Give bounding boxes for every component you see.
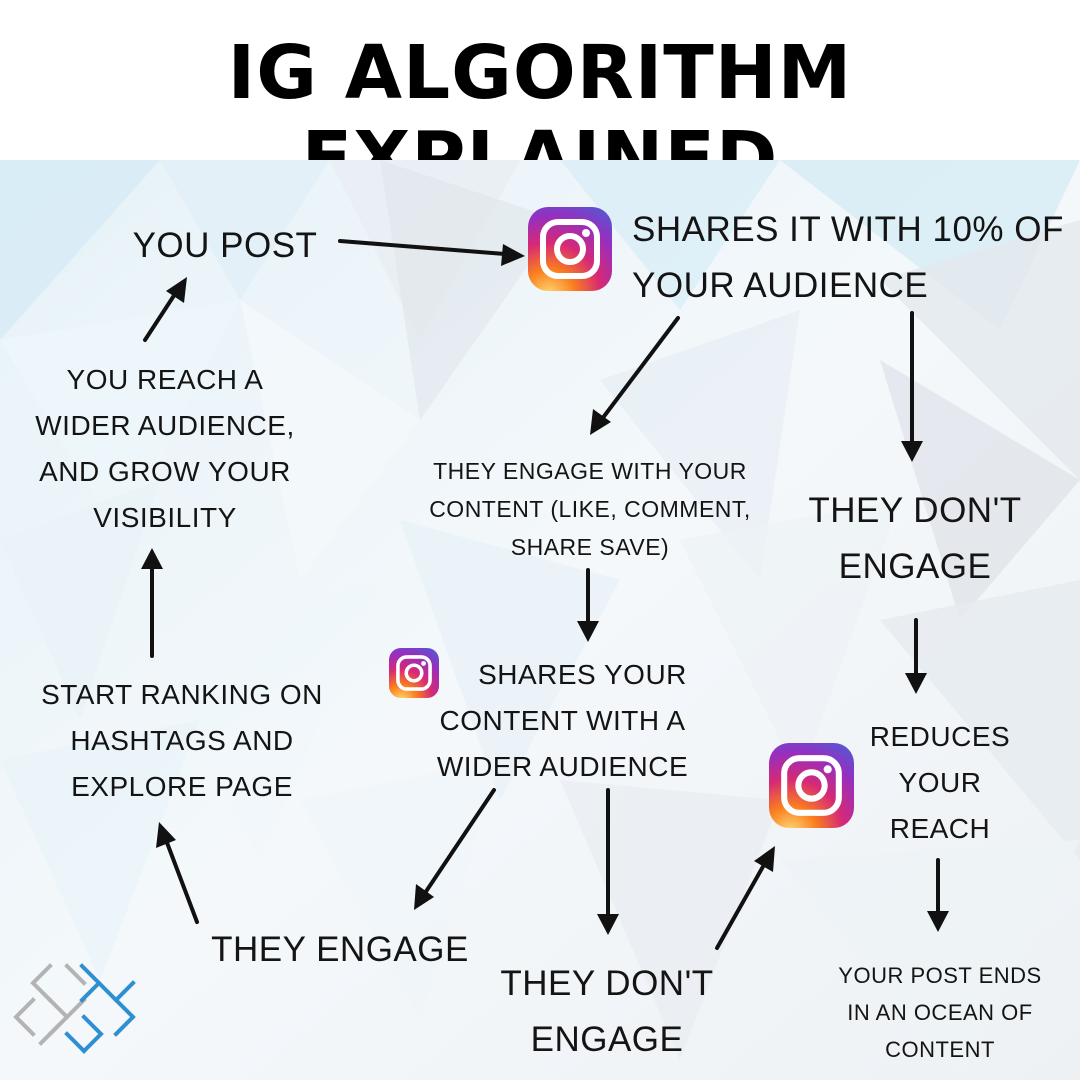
- node-they-dont-engage-top: THEY DON'T ENGAGE: [795, 483, 1035, 595]
- arrow-wider-to-they-engage: [423, 788, 496, 895]
- brand-logo-icon: [13, 963, 136, 1054]
- arrow-head: [577, 621, 599, 642]
- node-line: AND GROW YOUR: [39, 456, 291, 487]
- node-line: YOUR: [898, 767, 982, 798]
- arrow-head: [754, 846, 775, 872]
- node-line: REACH: [889, 813, 991, 844]
- arrow-head: [156, 822, 176, 848]
- node-line: WIDER AUDIENCE,: [35, 410, 295, 441]
- node-line: VISIBILITY: [93, 502, 237, 533]
- arrow-head: [597, 914, 619, 935]
- node-line: ENGAGE: [838, 547, 992, 586]
- node-line: YOU REACH A: [66, 364, 264, 395]
- node-they-engage: THEY ENGAGE: [200, 922, 480, 978]
- node-line: ENGAGE: [530, 1020, 684, 1059]
- node-line: REDUCES: [869, 721, 1011, 752]
- node-line: CONTENT (LIKE, COMMENT,: [429, 496, 751, 522]
- arrow-head: [501, 244, 525, 266]
- node-reduces-reach: REDUCES YOUR REACH: [850, 714, 1030, 852]
- node-line: CONTENT: [885, 1037, 995, 1062]
- node-line: SHARE SAVE): [510, 534, 670, 560]
- node-line: HASHTAGS AND: [70, 725, 294, 756]
- arrow-head: [927, 911, 949, 932]
- arrow-they-engage-to-ranking: [164, 838, 199, 924]
- arrow-head: [166, 277, 187, 303]
- node-wider-audience-reach: YOU REACH A WIDER AUDIENCE, AND GROW YOU…: [15, 357, 315, 541]
- node-line: YOU POST: [132, 226, 318, 265]
- node-shares-10-percent: SHARES IT WITH 10% OF YOUR AUDIENCE: [632, 202, 1072, 314]
- node-shares-wider-audience: SHARES YOUR CONTENT WITH A WIDER AUDIENC…: [415, 652, 710, 790]
- background-pattern: [0, 160, 1080, 1080]
- node-line: SHARES YOUR: [478, 659, 687, 690]
- node-line: EXPLORE PAGE: [71, 771, 293, 802]
- node-they-engage-with-content: THEY ENGAGE WITH YOUR CONTENT (LIKE, COM…: [415, 452, 765, 566]
- header: IG ALGORITHM EXPLAINED: [0, 0, 1080, 202]
- arrow-post-to-instagram: [338, 239, 507, 256]
- instagram-icon: [528, 207, 612, 291]
- node-they-dont-engage-bottom: THEY DON'T ENGAGE: [487, 956, 727, 1068]
- node-line: YOUR AUDIENCE: [632, 266, 929, 305]
- instagram-icon: [389, 648, 439, 698]
- node-line: IN AN OCEAN OF: [847, 1000, 1033, 1025]
- arrow-they-dont-to-reduces: [715, 861, 767, 950]
- node-line: THEY ENGAGE: [211, 930, 469, 969]
- node-line: CONTENT WITH A: [439, 705, 686, 736]
- node-line: WIDER AUDIENCE: [436, 751, 689, 782]
- node-line: SHARES IT WITH 10% OF: [632, 210, 1064, 249]
- arrow-shares10-to-engage: [600, 316, 680, 421]
- node-ocean-of-content: YOUR POST ENDS IN AN OCEAN OF CONTENT: [820, 957, 1060, 1068]
- node-you-post: YOU POST: [110, 218, 340, 274]
- arrow-head: [905, 673, 927, 694]
- arrow-head: [901, 441, 923, 462]
- node-line: THEY DON'T: [808, 491, 1022, 530]
- arrow-head: [414, 884, 434, 910]
- instagram-icon: [769, 743, 854, 828]
- node-line: START RANKING ON: [41, 679, 323, 710]
- node-line: YOUR POST ENDS: [838, 963, 1042, 988]
- node-line: THEY DON'T: [500, 964, 714, 1003]
- node-line: THEY ENGAGE WITH YOUR: [433, 458, 747, 484]
- arrow-head: [590, 409, 611, 435]
- arrow-head: [141, 548, 163, 569]
- node-start-ranking: START RANKING ON HASHTAGS AND EXPLORE PA…: [22, 672, 342, 810]
- arrow-wider-to-post: [143, 292, 177, 342]
